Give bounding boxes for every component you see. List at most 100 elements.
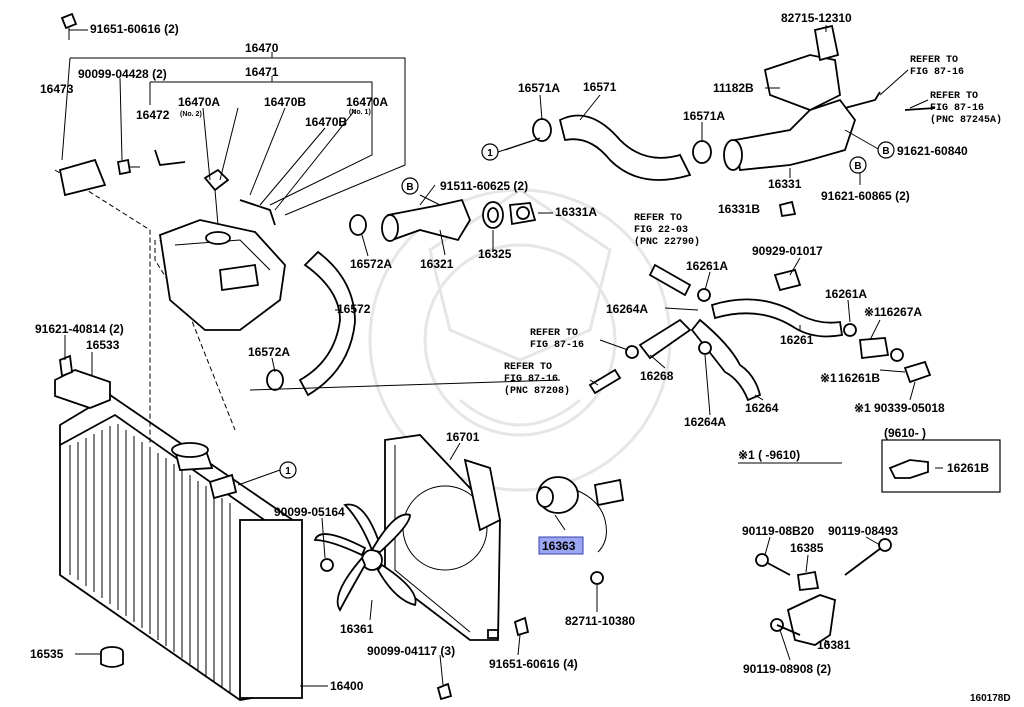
part-label[interactable]: 11182B — [713, 81, 754, 95]
part-label[interactable]: 91621-40814 (2) — [35, 322, 124, 336]
part-label[interactable]: 16473 — [40, 82, 74, 96]
plug-16331B[interactable] — [778, 200, 797, 218]
bolt-90119-08908[interactable] — [770, 618, 801, 636]
cushion-16385[interactable] — [796, 570, 820, 591]
overflow-hose[interactable] — [154, 149, 276, 226]
water-bypass-hose[interactable] — [558, 114, 692, 181]
part-label[interactable]: 16264A — [684, 415, 726, 429]
part-label[interactable]: 16470B — [264, 95, 306, 109]
thermostat[interactable] — [509, 202, 537, 226]
diagram-id: 160178D — [970, 693, 1011, 704]
part-label[interactable]: 91651-60616 (4) — [489, 657, 578, 671]
svg-text:16363: 16363 — [542, 539, 576, 553]
cooling-fan[interactable] — [313, 503, 417, 612]
part-label[interactable]: 16261A — [825, 287, 867, 301]
part-label[interactable]: 16331A — [555, 205, 597, 219]
part-label[interactable]: 16261 — [780, 333, 814, 347]
leader-lines — [61, 25, 943, 687]
part-label[interactable]: 90119-08B20 — [742, 524, 814, 538]
water-outlet[interactable] — [381, 198, 472, 242]
part-label[interactable]: 16470A — [346, 95, 388, 109]
part-label[interactable]: 16381 — [817, 638, 851, 652]
part-label[interactable]: 82711-10380 — [565, 614, 635, 628]
pipe-87208[interactable] — [588, 368, 622, 395]
part-label[interactable]: 16571A — [683, 109, 725, 123]
part-label[interactable]: 16261B — [947, 461, 989, 475]
reservoir-bolt[interactable] — [116, 158, 140, 176]
part-label[interactable]: 16572 — [337, 302, 371, 316]
clamp-90929[interactable] — [773, 268, 802, 292]
heater-hose-16264[interactable] — [690, 318, 762, 402]
fan-motor[interactable] — [536, 476, 625, 553]
part-label[interactable]: 16264A — [606, 302, 648, 316]
part-label[interactable]: 91511-60625 (2) — [440, 179, 528, 193]
fan-bolt[interactable] — [320, 558, 604, 701]
svg-text:1: 1 — [285, 466, 291, 477]
hose-16261B[interactable] — [903, 360, 932, 384]
part-label[interactable]: 90339-05018 — [874, 401, 945, 415]
reservoir-cap[interactable] — [203, 168, 230, 226]
part-label[interactable]: 16472 — [136, 108, 170, 122]
drain-plug[interactable] — [100, 646, 124, 668]
part-label[interactable]: 16321 — [420, 257, 454, 271]
part-label[interactable]: 91621-60840 — [897, 144, 968, 158]
part-label[interactable]: 16471 — [245, 65, 279, 79]
hose-clamp[interactable] — [266, 214, 367, 391]
part-label[interactable]: 16264 — [745, 401, 779, 415]
part-label[interactable]: 16267A — [880, 305, 922, 319]
part-label[interactable]: 90929-01017 — [752, 244, 823, 258]
part-label[interactable]: 16470B — [305, 115, 347, 129]
part-label[interactable]: 16261B — [838, 371, 880, 385]
reservoir-bracket[interactable] — [58, 158, 107, 197]
bracket-16381[interactable] — [786, 594, 836, 646]
part-label[interactable]: 90119-08908 (2) — [743, 662, 831, 676]
fan-shroud[interactable] — [384, 434, 502, 641]
part-label[interactable]: 16385 — [790, 541, 824, 555]
radiator-assembly[interactable] — [59, 393, 303, 701]
part-label[interactable]: 16533 — [86, 338, 120, 352]
part-label[interactable]: 90119-08493 — [828, 524, 898, 538]
part-label[interactable]: 16571 — [583, 80, 617, 94]
part-label[interactable]: 16535 — [30, 647, 64, 661]
svg-text:REFER TO: REFER TO — [504, 362, 552, 373]
part-label[interactable]: 16470A — [178, 95, 220, 109]
part-label[interactable]: 16261A — [686, 259, 728, 273]
outlet-gasket[interactable] — [482, 201, 504, 229]
part-label[interactable]: 16571A — [518, 81, 560, 95]
valve-16267A[interactable] — [859, 337, 890, 359]
top-bolt[interactable] — [60, 12, 78, 40]
bolt-90119-08B20[interactable] — [755, 553, 791, 576]
part-label[interactable]: 90099-04117 (3) — [367, 644, 455, 658]
dashed-reference-line — [54, 169, 151, 445]
reservoir-tank[interactable] — [158, 219, 286, 331]
part-label[interactable]: 91621-60865 (2) — [821, 189, 910, 203]
part-label[interactable]: 90099-05164 — [274, 505, 345, 519]
svg-text:FIG 22-03: FIG 22-03 — [634, 225, 688, 236]
hose-clamp[interactable] — [625, 288, 904, 362]
part-label[interactable]: 91651-60616 (2) — [90, 22, 179, 36]
part-label[interactable]: 16701 — [446, 430, 480, 444]
svg-text:FIG 87-16: FIG 87-16 — [930, 103, 984, 114]
part-label[interactable]: 16572A — [248, 345, 290, 359]
radiator-inlet-hose[interactable] — [298, 250, 356, 397]
long-bolt-90119-08493[interactable] — [844, 538, 892, 576]
water-inlet-housing[interactable] — [723, 54, 857, 171]
part-label[interactable]: 16470 — [245, 41, 279, 55]
part-label[interactable]: 16400 — [330, 679, 364, 693]
highlighted-part-16363[interactable]: 16363 — [538, 536, 584, 555]
hose-16268[interactable] — [638, 318, 692, 360]
pipe-22-03[interactable] — [648, 263, 692, 297]
part-label[interactable]: 16331 — [768, 177, 802, 191]
heater-pipe[interactable] — [844, 91, 936, 111]
part-label[interactable]: 16361 — [340, 622, 374, 636]
part-label[interactable]: 16331B — [718, 202, 760, 216]
part-label[interactable]: 82715-12310 — [781, 11, 852, 25]
radiator-support-bracket[interactable] — [54, 354, 111, 409]
part-label[interactable]: 16572A — [350, 257, 392, 271]
heater-hose-16261[interactable] — [710, 298, 844, 338]
part-label[interactable]: 90099-04428 (2) — [78, 67, 167, 81]
part-label[interactable]: 16268 — [640, 369, 674, 383]
inset-hose-16261B[interactable] — [888, 459, 929, 479]
part-label[interactable]: 16325 — [478, 247, 512, 261]
